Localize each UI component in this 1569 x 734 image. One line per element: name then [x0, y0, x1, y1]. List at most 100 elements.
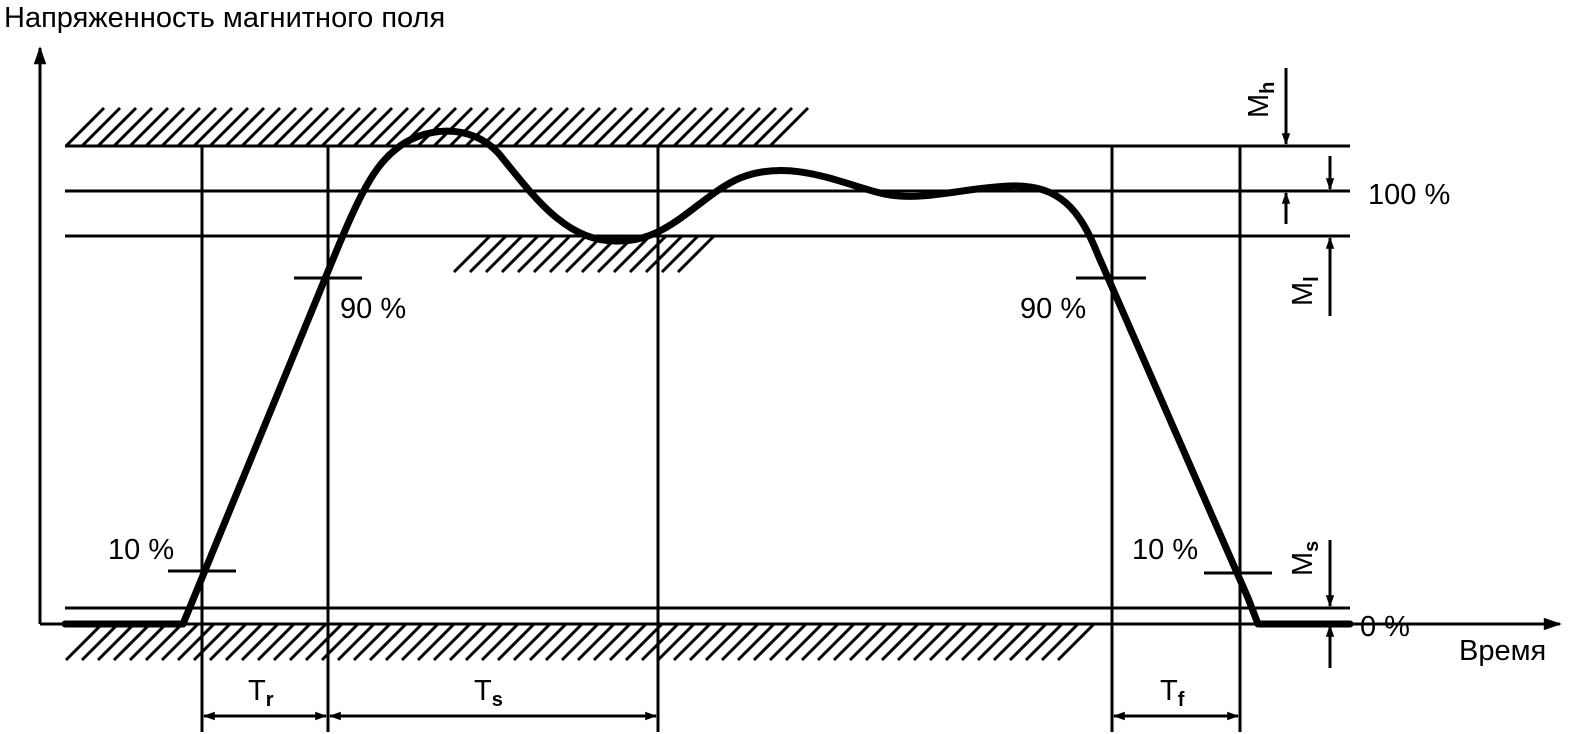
hatch-stroke — [960, 622, 1000, 662]
hatch-stroke — [1024, 622, 1064, 662]
hatch-stroke — [864, 622, 904, 662]
hatch-stroke — [592, 106, 634, 146]
hatch-stroke — [368, 106, 410, 146]
hatch-stroke — [336, 622, 376, 662]
hatch-stroke — [400, 622, 440, 662]
hatch-stroke — [672, 622, 712, 662]
level-90-left-label: 90 % — [340, 293, 406, 325]
hatch-stroke — [832, 622, 872, 662]
hatch-stroke — [144, 106, 186, 146]
hatch-stroke — [1040, 622, 1080, 662]
hatch-stroke — [544, 622, 584, 662]
hatch-stroke — [304, 106, 346, 146]
hatch-stroke — [528, 106, 570, 146]
svg-text:Ms: Ms — [1287, 541, 1323, 576]
hatch-stroke — [224, 622, 264, 662]
level-90-right-label: 90 % — [1020, 293, 1086, 325]
hatch-stroke — [480, 622, 520, 662]
hatch-stroke — [848, 622, 888, 662]
hatch-stroke — [192, 106, 234, 146]
hatch-stroke — [64, 106, 106, 146]
hatch-stroke — [160, 622, 200, 662]
hatch-stroke — [80, 622, 120, 662]
x-axis-title: Время — [1459, 635, 1546, 667]
hatch-stroke — [112, 106, 154, 146]
hatch-stroke — [384, 622, 424, 662]
hatch-stroke — [208, 106, 250, 146]
svg-text:Ml: Ml — [1287, 276, 1323, 306]
hatch-stroke — [192, 622, 232, 662]
hatch-stroke — [624, 622, 664, 662]
hatch-stroke — [464, 106, 506, 146]
hatch-stroke — [816, 622, 856, 662]
hatch-stroke — [688, 622, 728, 662]
lower-tolerance-hatch-region — [452, 234, 716, 274]
hatch-stroke — [144, 622, 184, 662]
hatch-stroke — [224, 106, 266, 146]
hatch-stroke — [784, 622, 824, 662]
hatch-stroke — [176, 106, 218, 146]
hatch-stroke — [1008, 622, 1048, 662]
y-axis-title: Напряженность магнитного поля — [4, 2, 445, 34]
hatch-stroke — [576, 106, 618, 146]
hatch-stroke — [768, 106, 810, 146]
level-10-right-label: 10 % — [1132, 534, 1198, 566]
hatch-stroke — [452, 234, 492, 274]
hatch-stroke — [992, 622, 1032, 662]
ts-label: Ts — [474, 675, 503, 711]
hatch-stroke — [612, 234, 652, 274]
hatch-stroke — [320, 106, 362, 146]
hatch-stroke — [352, 106, 394, 146]
hatch-stroke — [640, 622, 680, 662]
tf-label: Tf — [1160, 675, 1185, 711]
hatch-stroke — [496, 106, 538, 146]
hatch-stroke — [660, 234, 700, 274]
tr-label: Tr — [248, 675, 274, 711]
hatch-stroke — [752, 622, 792, 662]
hatch-stroke — [128, 622, 168, 662]
hatch-stroke — [288, 622, 328, 662]
hatch-stroke — [912, 622, 952, 662]
upper-hatch-region — [64, 106, 810, 146]
mh-label: Mh — [1243, 82, 1279, 118]
hatch-stroke — [272, 622, 312, 662]
hatch-stroke — [96, 622, 136, 662]
hatch-stroke — [624, 106, 666, 146]
hatch-stroke — [352, 622, 392, 662]
hatch-stroke — [608, 106, 650, 146]
hatch-stroke — [112, 622, 152, 662]
hatch-stroke — [736, 106, 778, 146]
hatch-stroke — [256, 622, 296, 662]
hatch-stroke — [672, 106, 714, 146]
hatch-stroke — [628, 234, 668, 274]
hatch-stroke — [928, 622, 968, 662]
hatch-stroke — [532, 234, 572, 274]
svg-text:Mh: Mh — [1243, 82, 1279, 118]
hatch-stroke — [576, 622, 616, 662]
level-100-label: 100 % — [1368, 179, 1450, 211]
hatch-stroke — [208, 622, 248, 662]
hatch-stroke — [304, 622, 344, 662]
hatch-stroke — [800, 622, 840, 662]
hatch-stroke — [484, 234, 524, 274]
hatch-stroke — [468, 234, 508, 274]
hatch-stroke — [516, 234, 556, 274]
hatch-stroke — [496, 622, 536, 662]
hatch-stroke — [384, 106, 426, 146]
hatch-stroke — [416, 106, 458, 146]
hatch-stroke — [448, 622, 488, 662]
level-10-left-label: 10 % — [108, 534, 174, 566]
hatch-stroke — [592, 622, 632, 662]
hatch-stroke — [880, 622, 920, 662]
hatch-stroke — [432, 106, 474, 146]
hatch-stroke — [432, 622, 472, 662]
level-0-label: 0 % — [1360, 611, 1410, 643]
hatch-stroke — [240, 622, 280, 662]
hatch-stroke — [240, 106, 282, 146]
hatch-stroke — [448, 106, 490, 146]
hatch-stroke — [608, 622, 648, 662]
hatch-stroke — [656, 622, 696, 662]
hatch-stroke — [96, 106, 138, 146]
hatch-stroke — [416, 622, 456, 662]
